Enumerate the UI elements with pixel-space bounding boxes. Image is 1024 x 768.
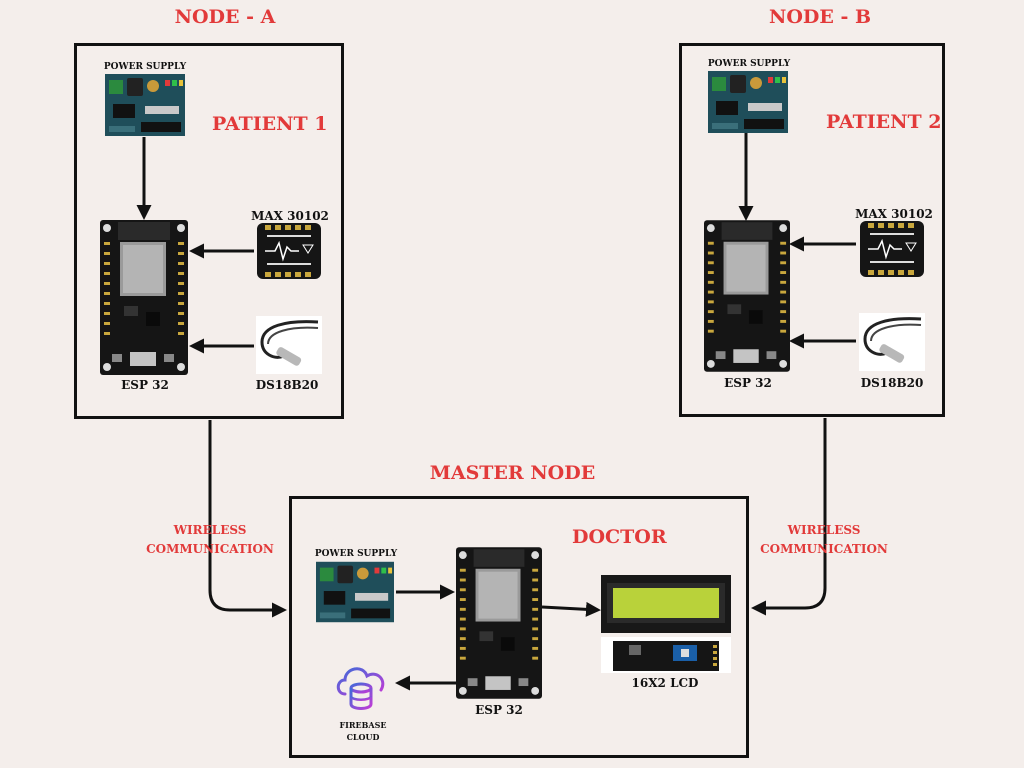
node-b-ds-label: DS18B20 <box>860 376 924 390</box>
node-a-power-label: POWER SUPPLY <box>103 62 187 72</box>
power-supply-board-icon <box>105 74 185 136</box>
wireless-right-line1: WIRELESS <box>787 523 861 537</box>
node-a-max-label: MAX 30102 <box>251 209 329 223</box>
node-a-role: PATIENT 1 <box>212 113 328 135</box>
master-power-label: POWER SUPPLY <box>314 549 398 559</box>
node-b-power-label: POWER SUPPLY <box>707 59 791 69</box>
node-b-role: PATIENT 2 <box>826 111 942 133</box>
node-a-ds-label: DS18B20 <box>255 378 319 392</box>
wireless-left-label: WIRELESS COMMUNICATION <box>140 521 280 559</box>
master-mcu-label: ESP 32 <box>475 703 523 717</box>
power-supply-board-icon <box>708 71 788 133</box>
max30102-sensor-icon <box>860 221 924 277</box>
master-node-header: MASTER NODE <box>429 462 596 484</box>
wireless-right-wire <box>751 418 827 616</box>
node-a-header: NODE - A <box>174 6 276 28</box>
temperature-probe-icon <box>859 313 925 371</box>
cloud-label-line1: FIREBASE <box>339 720 387 730</box>
wireless-right-line2: COMMUNICATION <box>760 542 888 556</box>
wireless-right-label: WIRELESS COMMUNICATION <box>754 521 894 559</box>
wireless-left-wire <box>208 420 287 618</box>
temperature-probe-icon <box>256 316 322 374</box>
master-node-box <box>289 496 749 758</box>
master-role: DOCTOR <box>572 526 667 548</box>
node-b-header: NODE - B <box>768 6 872 28</box>
node-a-mcu-label: ESP 32 <box>121 378 169 392</box>
max30102-sensor-icon <box>257 223 321 279</box>
node-b-mcu-label: ESP 32 <box>724 376 772 390</box>
wireless-left-line2: COMMUNICATION <box>146 542 274 556</box>
esp32-board-icon <box>704 220 790 372</box>
cloud-database-icon <box>336 667 385 710</box>
node-b-max-label: MAX 30102 <box>855 207 933 221</box>
master-lcd-label: 16X2 LCD <box>631 676 699 690</box>
node-a-box <box>74 43 344 419</box>
esp32-board-icon <box>100 220 188 375</box>
node-b-box <box>679 43 945 417</box>
esp32-board-icon <box>456 547 542 699</box>
lcd-display-icon <box>601 575 731 673</box>
cloud-label: FIREBASE CLOUD <box>323 719 403 743</box>
wireless-left-line1: WIRELESS <box>173 523 247 537</box>
cloud-label-line2: CLOUD <box>346 732 380 742</box>
power-supply-board-icon <box>316 561 394 623</box>
